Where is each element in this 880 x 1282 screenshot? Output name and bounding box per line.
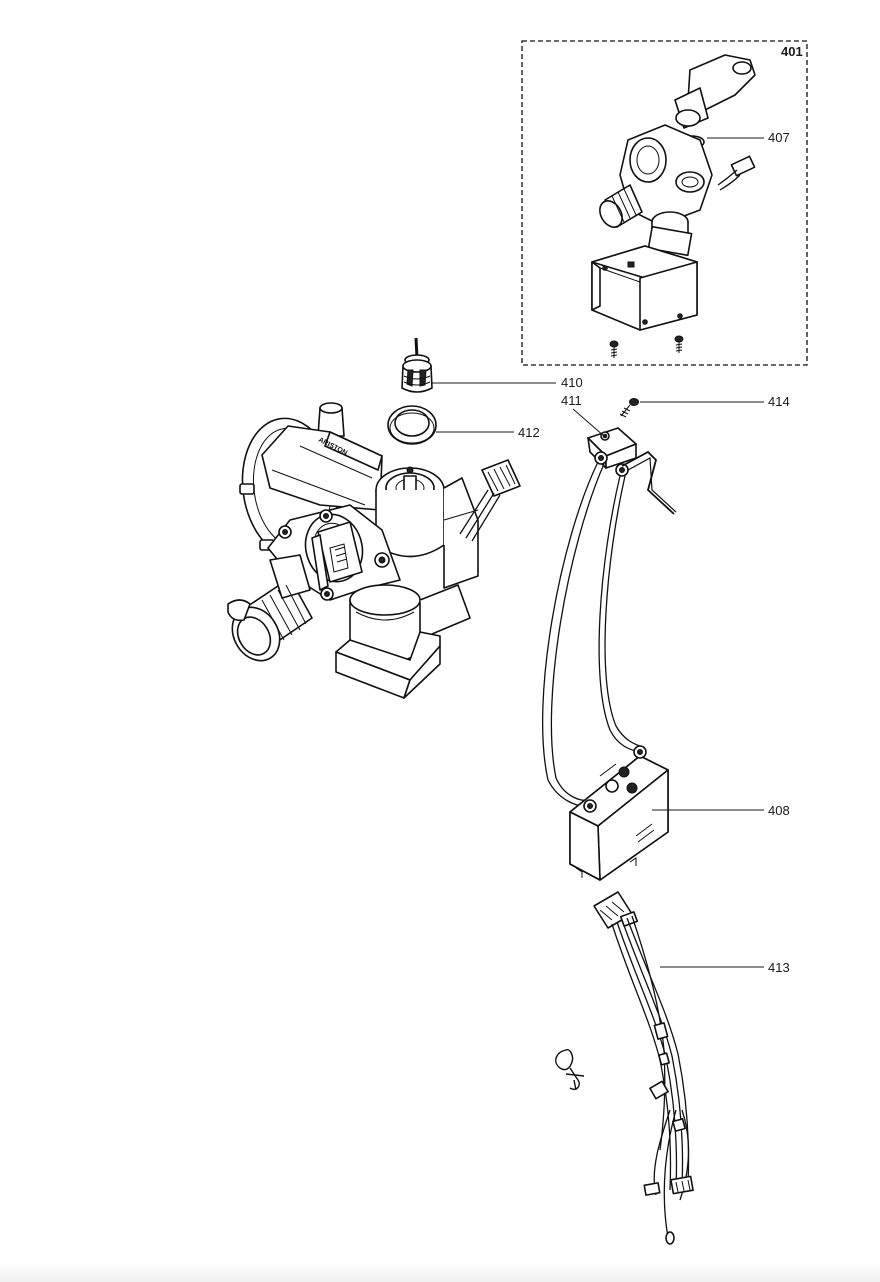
callout-414: 414	[768, 394, 790, 409]
cable-clip	[555, 1049, 585, 1091]
seal-ring-408	[387, 405, 437, 445]
callout-401: 401	[781, 44, 803, 59]
sensor-cable-loop	[541, 461, 641, 807]
main-connector-plug	[459, 459, 521, 542]
inset-screw-left	[609, 340, 619, 358]
callout-408: 412	[518, 425, 540, 440]
screw-414	[619, 398, 639, 418]
callout-410: 410	[561, 375, 583, 390]
page-bottom-shade	[0, 1262, 880, 1282]
main-base-plate	[335, 631, 441, 699]
callout-407: 407	[768, 130, 790, 145]
callout-413: 413	[768, 960, 790, 975]
callout-411: 411	[561, 393, 582, 408]
control-box-412	[569, 745, 669, 881]
wiring-harness-413	[593, 891, 694, 1245]
main-threaded-inlet	[227, 554, 334, 662]
main-valve-body: ARISTON	[227, 402, 521, 699]
inset-screw-right	[674, 335, 684, 353]
leader-411	[572, 408, 605, 437]
sensor-bracket-411	[587, 427, 677, 515]
inset-bracket	[591, 245, 698, 331]
inset-threaded-inlet	[599, 184, 643, 228]
filter-cartridge-410	[401, 337, 433, 393]
callout-412: 408	[768, 803, 790, 818]
inset-dashed-border	[521, 40, 808, 366]
inset-assembly-401: 401	[521, 40, 808, 366]
inset-valve-body	[599, 54, 756, 257]
